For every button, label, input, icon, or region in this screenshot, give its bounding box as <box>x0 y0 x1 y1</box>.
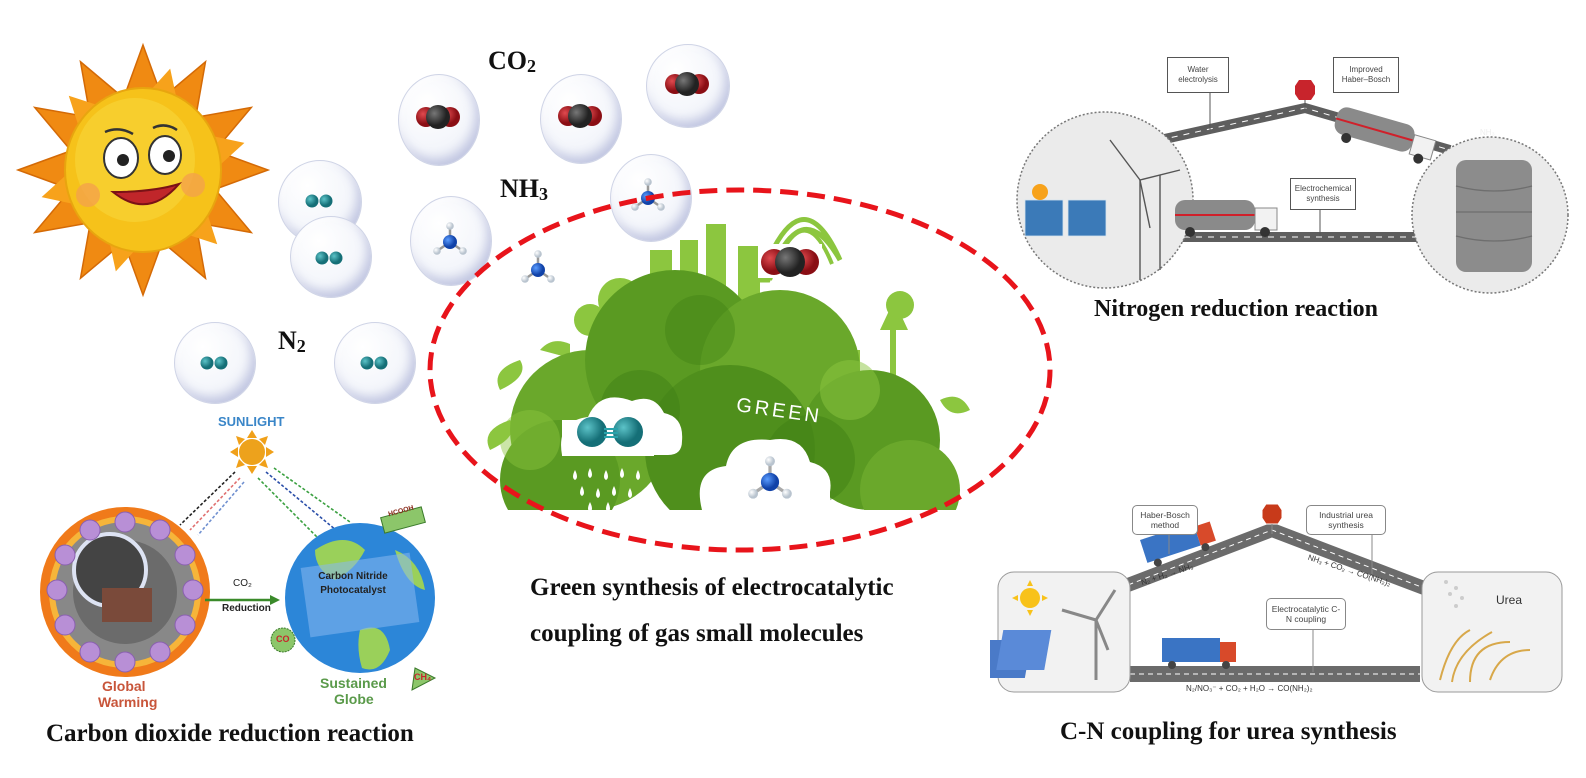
co2rr-globe-text: Carbon Nitride Photocatalyst <box>318 571 388 596</box>
n2-molecule-icon <box>305 194 333 208</box>
co2-molecule-icon <box>558 104 602 128</box>
co2rr-arrow-label-top: CO₂ <box>233 578 252 589</box>
sun-mascot-icon <box>15 42 271 298</box>
co2rr-product-co: CO <box>276 634 290 644</box>
nrr-sign-electrochemical-synthesis: Electrochemical synthesis <box>1290 178 1356 210</box>
n2-label-text: N <box>278 326 297 355</box>
urea-label: Urea <box>1496 593 1523 607</box>
co2rr-global-warming-line-1: Global <box>102 678 146 694</box>
urea-eq-electrocatalytic: N₂/NO₃⁻ + CO₂ + H₂O → CO(NH₂)₂ <box>1186 684 1313 693</box>
nrr-tank-label: NH₃ <box>1480 128 1495 137</box>
co2-molecule-icon <box>665 72 709 96</box>
co2rr-diagram <box>40 430 437 691</box>
co2rr-caption: Carbon dioxide reduction reaction <box>46 720 414 747</box>
co2rr-product-ch4: CH₄ <box>414 672 432 682</box>
urea-diagram <box>990 503 1563 693</box>
center-caption-line-1: Green synthesis of electrocatalytic <box>530 574 894 601</box>
urea-sign-electrocatalytic: Electrocatalytic C-N coupling <box>1266 598 1346 630</box>
center-caption-line-2: coupling of gas small molecules <box>530 620 864 647</box>
dashed-ellipse-highlight <box>427 187 1053 553</box>
n2-molecule-icon <box>315 251 343 265</box>
nrr-sign-water-electrolysis: Water electrolysis <box>1167 57 1229 93</box>
co2-label-sub: 2 <box>527 56 536 76</box>
green-city-illustration <box>470 217 990 520</box>
co2-label: CO2 <box>488 46 536 77</box>
nrr-diagram <box>1016 80 1569 294</box>
co2-bubble <box>540 74 622 164</box>
nrr-sign-improved-haber-bosch: Improved Haber–Bosch <box>1333 57 1399 93</box>
urea-caption: C-N coupling for urea synthesis <box>1060 718 1397 745</box>
urea-sign-haber-bosch: Haber-Bosch method <box>1132 505 1198 535</box>
nh3-label-text: NH <box>500 174 539 203</box>
n2-molecule-icon <box>360 356 388 370</box>
co2-label-text: CO <box>488 46 527 75</box>
nh3-label: NH3 <box>500 174 548 205</box>
co2rr-sunlight-label: SUNLIGHT <box>218 414 285 429</box>
n2-label-sub: 2 <box>296 336 306 356</box>
co2rr-sustained-globe-line-2: Globe <box>334 691 374 707</box>
urea-sign-industrial-urea: Industrial urea synthesis <box>1306 505 1386 535</box>
co2-molecule-icon <box>416 105 460 129</box>
co2rr-global-warming-line-2: Warming <box>98 694 158 710</box>
n2-molecule-icon <box>200 356 228 370</box>
nh3-label-sub: 3 <box>539 184 548 204</box>
co2rr-sustained-globe-line-1: Sustained <box>320 675 387 691</box>
nrr-caption: Nitrogen reduction reaction <box>1094 296 1378 322</box>
n2-label: N2 <box>278 326 306 357</box>
co2rr-arrow-label-bottom: Reduction <box>222 603 271 614</box>
